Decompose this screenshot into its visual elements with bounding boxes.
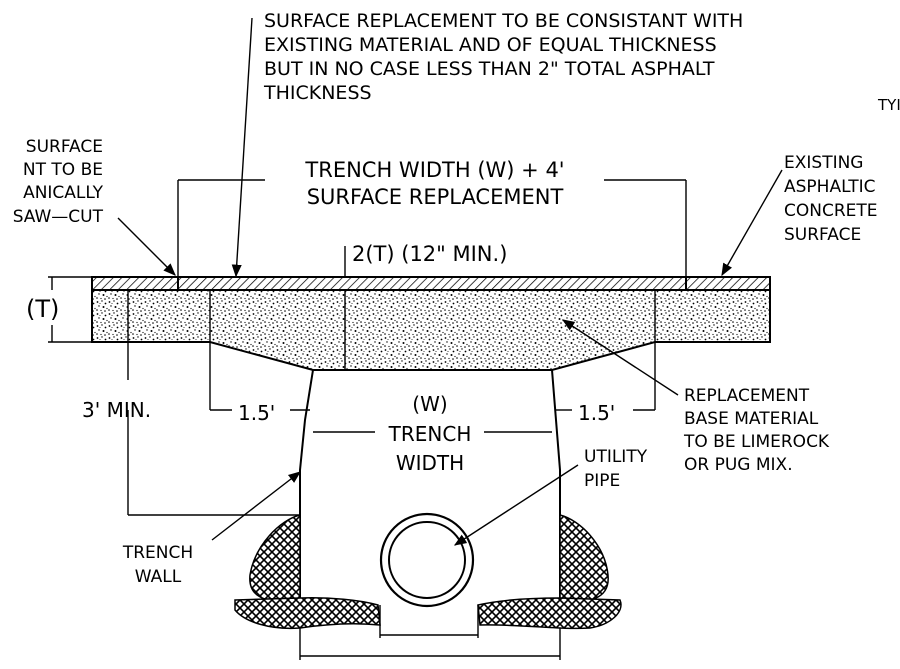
existing-surface-note: EXISTING ASPHALTIC CONCRETE SURFACE	[784, 153, 878, 245]
leaders	[117, 17, 783, 546]
bedding-dimension	[299, 605, 561, 660]
pipe-line-1: UTILITY	[584, 447, 648, 467]
trench-width-header: TRENCH WIDTH (W) + 4' SURFACE REPLACEMEN…	[304, 158, 564, 209]
base-line-1: REPLACEMENT	[684, 386, 810, 406]
utility-pipe-label: UTILITY PIPE	[584, 447, 648, 491]
surface-replacement-note: SURFACE REPLACEMENT TO BE CONSISTANT WIT…	[263, 10, 743, 104]
undisturbed-soil	[234, 514, 622, 630]
note-line-3: BUT IN NO CASE LESS THAN 2" TOTAL ASPHAL…	[264, 58, 715, 80]
note-line-2: EXISTING MATERIAL AND OF EQUAL THICKNESS	[264, 34, 717, 56]
header-line-1: TRENCH WIDTH (W) + 4'	[304, 158, 564, 182]
offset-dimensions	[209, 342, 656, 411]
replacement-base-note: REPLACEMENT BASE MATERIAL TO BE LIMEROCK…	[683, 386, 830, 475]
asphalt-surface-layer	[91, 276, 771, 291]
trench-width-line-1: (W)	[412, 392, 447, 416]
saw-cut-line-4: SAW—CUT	[13, 207, 104, 227]
typ-label: TYI	[877, 96, 900, 114]
right-offset-label: 1.5'	[578, 401, 615, 425]
existing-line-3: CONCRETE	[784, 201, 878, 221]
wall-line-1: TRENCH	[122, 543, 193, 563]
thickness-dimension	[48, 276, 92, 343]
note-line-4: THICKNESS	[263, 82, 372, 104]
saw-cut-line-2: NT TO BE	[23, 160, 103, 180]
trench-width-label: (W) TRENCH WIDTH	[388, 392, 472, 475]
pipe-line-2: PIPE	[584, 471, 620, 491]
trench-wall-label: TRENCH WALL	[122, 543, 193, 587]
base-line-4: OR PUG MIX.	[684, 455, 793, 475]
base-line-3: TO BE LIMEROCK	[683, 432, 830, 452]
wall-line-2: WALL	[135, 567, 182, 587]
saw-cut-line-1: SURFACE	[26, 137, 103, 157]
thickness-label: (T)	[26, 295, 59, 323]
base-dim-label: 2(T) (12" MIN.)	[352, 242, 507, 266]
left-offset-label: 1.5'	[238, 401, 275, 425]
saw-cut-line-3: ANICALLY	[23, 183, 104, 203]
existing-line-1: EXISTING	[784, 153, 863, 173]
base-line-2: BASE MATERIAL	[684, 409, 819, 429]
three-min-dimension	[127, 342, 300, 516]
utility-pipe	[379, 512, 475, 608]
existing-line-4: SURFACE	[784, 225, 861, 245]
note-line-1: SURFACE REPLACEMENT TO BE CONSISTANT WIT…	[264, 10, 743, 32]
base-material-layer	[91, 289, 771, 371]
existing-line-2: ASPHALTIC	[784, 177, 875, 197]
surface-replacement-dimension	[177, 179, 687, 277]
trench-width-line-3: WIDTH	[396, 451, 464, 475]
trench-width-line-2: TRENCH	[388, 422, 472, 446]
three-min-label: 3' MIN.	[82, 398, 151, 422]
header-line-2: SURFACE REPLACEMENT	[307, 185, 564, 209]
saw-cut-note: SURFACE NT TO BE ANICALLY SAW—CUT	[13, 137, 104, 227]
